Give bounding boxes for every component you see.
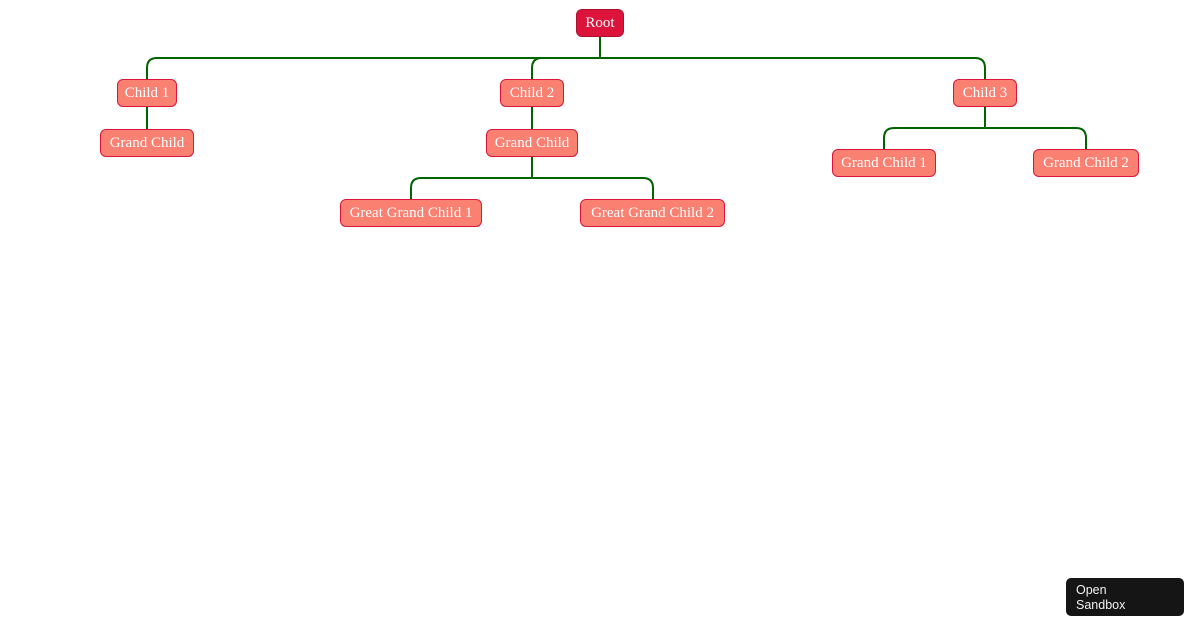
tree-node-label: Child 2	[509, 84, 555, 101]
open-sandbox-button[interactable]: Open Sandbox	[1066, 578, 1184, 616]
tree-edge-c3-g4	[985, 127, 1087, 149]
tree-node-g2[interactable]: Grand Child	[486, 129, 578, 157]
tree-edge-g2-gg1	[410, 177, 532, 199]
tree-edge-c3-g3	[883, 127, 985, 149]
tree-node-label: Child 1	[124, 84, 170, 101]
tree-node-label: Grand Child	[109, 134, 185, 151]
open-sandbox-line-1: Open	[1076, 583, 1107, 597]
tree-node-g4[interactable]: Grand Child 2	[1033, 149, 1139, 177]
tree-node-c1[interactable]: Child 1	[117, 79, 177, 107]
tree-node-g1[interactable]: Grand Child	[100, 129, 194, 157]
tree-node-label: Great Grand Child 1	[349, 204, 473, 221]
tree-node-c3[interactable]: Child 3	[953, 79, 1017, 107]
tree-node-gg1[interactable]: Great Grand Child 1	[340, 199, 482, 227]
tree-node-label: Great Grand Child 2	[591, 204, 714, 221]
tree-node-label: Root	[585, 14, 615, 31]
open-sandbox-line-2: Sandbox	[1076, 598, 1126, 612]
tree-edge-g2-gg2	[532, 177, 654, 199]
tree-node-label: Child 3	[962, 84, 1008, 101]
tree-node-root[interactable]: Root	[576, 9, 624, 37]
tree-node-g3[interactable]: Grand Child 1	[832, 149, 936, 177]
tree-node-gg2[interactable]: Great Grand Child 2	[580, 199, 725, 227]
tree-edge-root-c3	[600, 57, 986, 79]
tree-node-label: Grand Child 2	[1043, 154, 1129, 171]
tree-edge-root-c2	[531, 57, 600, 79]
tree-node-label: Grand Child 1	[841, 154, 927, 171]
tree-node-label: Grand Child	[494, 134, 570, 151]
tree-edge-root-c1	[146, 57, 600, 79]
tree-node-c2[interactable]: Child 2	[500, 79, 564, 107]
